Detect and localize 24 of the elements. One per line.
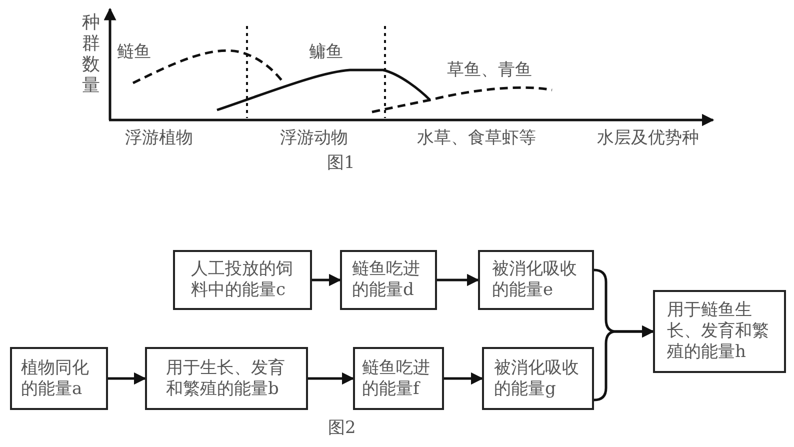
arrow: [444, 372, 484, 385]
arrow: [437, 274, 480, 286]
axis-title: 水层及优势种: [597, 130, 699, 147]
process-box: 被消化吸收的能量e: [478, 250, 594, 310]
arrow: [312, 274, 342, 286]
curve-label: 鲢鱼: [117, 44, 151, 61]
brace-arrow: [594, 325, 654, 402]
process-box: 植物同化的能量a: [10, 347, 108, 410]
axis-title: 种群数量: [82, 12, 100, 96]
curve-label: 草鱼、青鱼: [447, 62, 532, 79]
axis-category-label: 浮游植物: [125, 130, 193, 147]
arrow: [308, 372, 354, 385]
arrow: [108, 372, 146, 385]
process-box: 被消化吸收的能量g: [482, 347, 594, 410]
process-box: 用于鲢鱼生长、发育和繁殖的能量h: [653, 290, 786, 373]
process-box: 人工投放的饲料中的能量c: [173, 250, 312, 310]
process-box: 鲢鱼吃进的能量d: [340, 250, 437, 310]
axis-category-label: 水草、食草虾等: [417, 130, 536, 147]
axis-category-label: 浮游动物: [280, 130, 348, 147]
figure-caption: 图1: [327, 155, 355, 172]
process-box: 用于生长、发育和繁殖的能量b: [145, 347, 308, 410]
figure-caption: 图2: [328, 420, 356, 437]
process-box: 鲢鱼吃进的能量f: [353, 347, 444, 410]
curve-label: 鳙鱼: [309, 44, 343, 61]
